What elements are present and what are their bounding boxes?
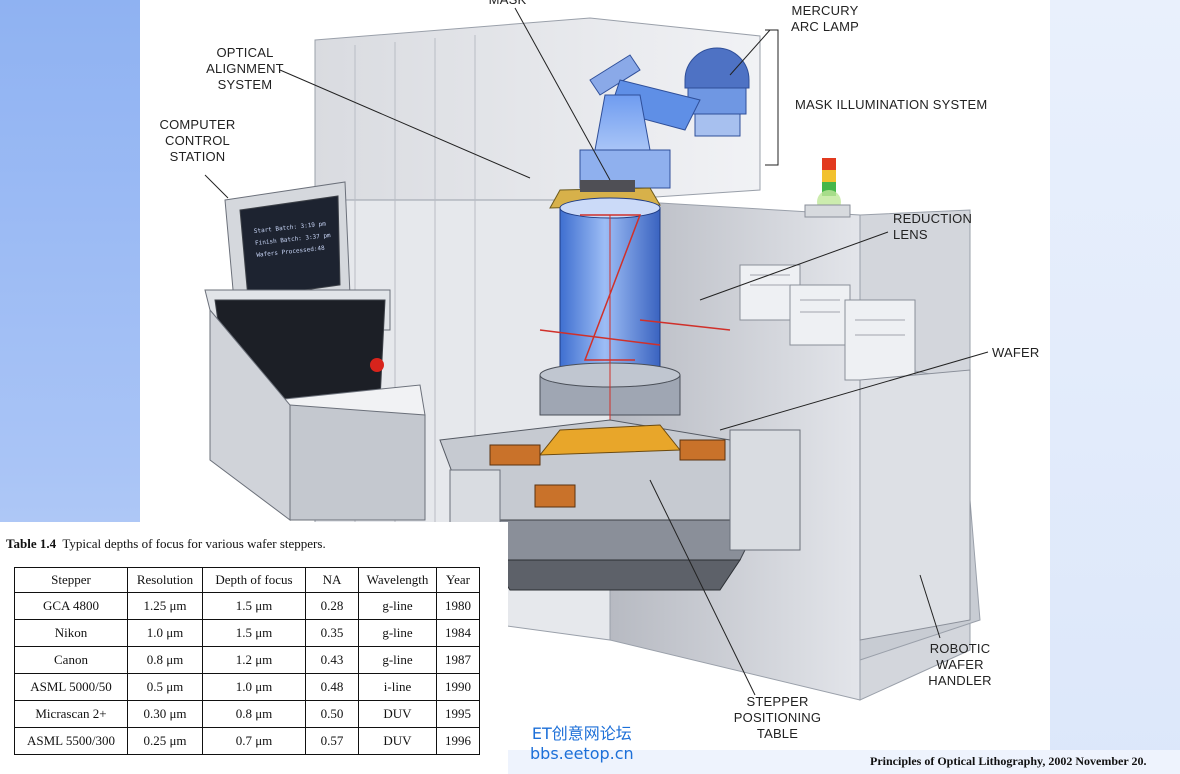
table-row: Canon 0.8 μm 1.2 μm 0.43 g-line 1987 [14,646,480,674]
cell-depth-of-focus: 1.2 μm [202,646,306,674]
forum-watermark: ET创意网论坛 bbs.eetop.cn [530,724,634,764]
label-mercury-arc-lamp: MERCURY ARC LAMP [790,3,860,34]
cell-na: 0.43 [305,646,359,674]
header-wavelength: Wavelength [358,567,437,593]
header-year: Year [436,567,480,593]
table-header-row: Stepper Resolution Depth of focus NA Wav… [14,567,480,593]
cell-resolution: 1.25 μm [127,592,203,620]
computer-control-station [204,181,426,521]
cell-resolution: 0.25 μm [127,727,203,755]
stepper-table-panel: Table 1.4 Typical depths of focus for va… [0,522,508,774]
cell-year: 1984 [436,619,480,647]
signal-tower [804,158,851,218]
cell-depth-of-focus: 0.7 μm [202,727,306,755]
cell-stepper: Micrascan 2+ [14,700,128,728]
header-na: NA [305,567,359,593]
cell-year: 1995 [436,700,480,728]
cell-depth-of-focus: 0.8 μm [202,700,306,728]
depth-of-focus-table: Stepper Resolution Depth of focus NA Wav… [14,567,480,755]
label-computer-control-station: COMPUTER CONTROL STATION [159,117,236,164]
mercury-arc-lamp [684,47,750,137]
cell-na: 0.28 [305,592,359,620]
cell-na: 0.50 [305,700,359,728]
cell-resolution: 1.0 μm [127,619,203,647]
footer-strip [505,750,1180,774]
callout-lines [204,7,989,696]
cell-stepper: ASML 5000/50 [14,673,128,701]
source-credit: Principles of Optical Lithography, 2002 … [870,754,1147,768]
watermark-url: bbs.eetop.cn [530,744,634,763]
table-caption: Table 1.4 Typical depths of focus for va… [6,536,326,552]
header-resolution: Resolution [127,567,203,593]
table-caption-number: Table 1.4 [6,536,57,551]
cell-stepper: Nikon [14,619,128,647]
table-row: Micrascan 2+ 0.30 μm 0.8 μm 0.50 DUV 199… [14,700,480,728]
stepper-positioning-stage [439,419,801,591]
table-row: ASML 5500/300 0.25 μm 0.7 μm 0.57 DUV 19… [14,727,480,755]
cell-year: 1980 [436,592,480,620]
cell-year: 1990 [436,673,480,701]
cell-wavelength: i-line [358,673,437,701]
cell-resolution: 0.5 μm [127,673,203,701]
label-reduction-lens: REDUCTION LENS [893,211,973,242]
header-stepper: Stepper [14,567,128,593]
cell-year: 1996 [436,727,480,755]
cell-na: 0.35 [305,619,359,647]
cell-wavelength: g-line [358,646,437,674]
cell-stepper: Canon [14,646,128,674]
cell-depth-of-focus: 1.0 μm [202,673,306,701]
label-robotic-wafer-handler: ROBOTIC WAFER HANDLER [928,641,992,688]
label-optical-alignment-system: OPTICAL ALIGNMENT SYSTEM [206,45,284,92]
table-row: Nikon 1.0 μm 1.5 μm 0.35 g-line 1984 [14,619,480,647]
table-row: GCA 4800 1.25 μm 1.5 μm 0.28 g-line 1980 [14,592,480,620]
cell-resolution: 0.30 μm [127,700,203,728]
table-caption-text: Typical depths of focus for various wafe… [62,536,326,551]
cell-depth-of-focus: 1.5 μm [202,619,306,647]
cell-na: 0.48 [305,673,359,701]
cell-wavelength: DUV [358,700,437,728]
wafer-stepper-illustration [204,7,989,701]
header-depth-of-focus: Depth of focus [202,567,306,593]
label-stepper-positioning-table: STEPPER POSITIONING TABLE [733,694,822,741]
right-background-panel [1050,0,1180,774]
cell-wavelength: g-line [358,592,437,620]
label-mask: MASK [485,0,530,8]
cell-na: 0.57 [305,727,359,755]
cell-wavelength: g-line [358,619,437,647]
cell-stepper: ASML 5500/300 [14,727,128,755]
cell-stepper: GCA 4800 [14,592,128,620]
cell-year: 1987 [436,646,480,674]
label-mask-illumination-system: MASK ILLUMINATION SYSTEM [795,97,988,112]
illumination-optics [579,54,701,189]
wafer-cassettes [739,264,971,641]
watermark-forum-name: ET创意网论坛 [531,724,632,743]
cell-resolution: 0.8 μm [127,646,203,674]
cell-depth-of-focus: 1.5 μm [202,592,306,620]
table-row: ASML 5000/50 0.5 μm 1.0 μm 0.48 i-line 1… [14,673,480,701]
reduction-lens-column [539,197,731,430]
label-wafer: WAFER [992,345,1040,360]
cell-wavelength: DUV [358,727,437,755]
